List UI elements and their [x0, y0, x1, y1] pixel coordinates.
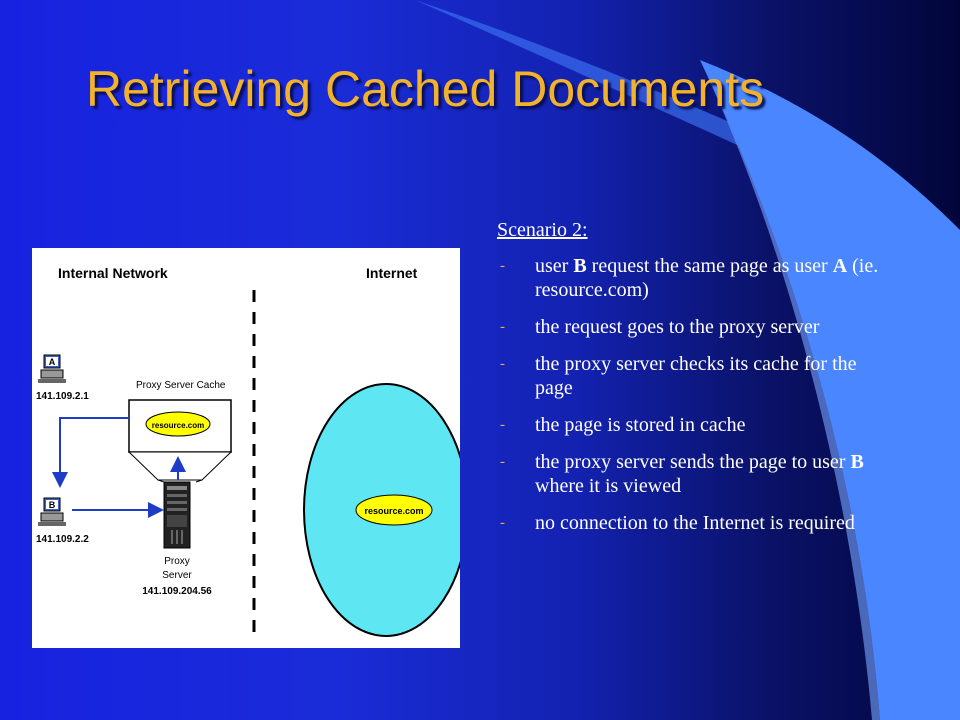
- proxy-cache-diagram: Internal Network Internet resource.com P…: [32, 248, 460, 648]
- cache-resource-label: resource.com: [152, 421, 204, 430]
- bullet-marker: -: [500, 319, 505, 335]
- internet-resource-label: resource.com: [364, 506, 423, 516]
- bullet-item: - the proxy server checks its cache for …: [500, 353, 857, 399]
- bullet-marker: -: [500, 417, 505, 433]
- bullet-marker: -: [500, 356, 505, 372]
- cache-funnel: [127, 451, 233, 481]
- server-tower-icon: [163, 481, 191, 549]
- proxy-label-line2: Server: [162, 570, 192, 581]
- computer-b-icon: [38, 497, 66, 526]
- cache-label: Proxy Server Cache: [136, 380, 226, 391]
- arrow-icon: [52, 417, 186, 518]
- bullet-item: - the proxy server sends the page to use…: [500, 451, 864, 497]
- bullet-marker: -: [500, 454, 505, 470]
- bullet-item: - no connection to the Internet is requi…: [500, 512, 855, 534]
- computer-a-icon: [38, 354, 66, 383]
- scenario-bullets: - user B request the same page as user A…: [497, 254, 892, 535]
- scenario-notes: Scenario 2: - user B request the same pa…: [497, 218, 892, 548]
- bullet-item: - user B request the same page as user A…: [500, 255, 879, 301]
- cache-resource-oval: [145, 411, 211, 437]
- client-b-letter: B: [49, 500, 56, 510]
- slide-title: Retrieving Cached Documents: [86, 61, 765, 117]
- client-a-letter: A: [49, 357, 56, 367]
- internet-label: Internet: [366, 265, 418, 281]
- bullet-marker: -: [500, 515, 505, 531]
- bullet-marker: -: [500, 258, 505, 274]
- bullet-item: - the request goes to the proxy server: [500, 316, 820, 338]
- internet-resource-oval: [355, 494, 433, 526]
- proxy-ip: 141.109.204.56: [142, 586, 212, 597]
- client-b-ip: 141.109.2.2: [36, 534, 89, 545]
- scenario-heading: Scenario 2:: [497, 219, 588, 241]
- client-a-ip: 141.109.2.1: [36, 391, 89, 402]
- proxy-label-line1: Proxy: [164, 556, 190, 567]
- internal-network-label: Internal Network: [58, 265, 168, 281]
- bullet-item: - the page is stored in cache: [500, 414, 746, 436]
